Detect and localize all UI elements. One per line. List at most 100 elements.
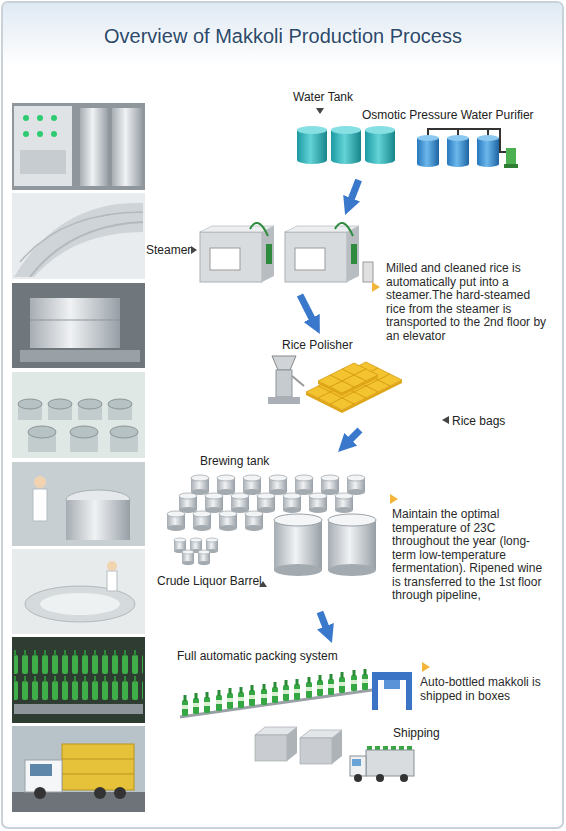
process-stage: Steamer — [145, 215, 375, 295]
water-purifier — [417, 138, 439, 164]
rice-polisher — [292, 376, 304, 386]
bottling-line — [372, 672, 412, 680]
bottling-line — [287, 727, 297, 761]
brewing-tanks — [257, 493, 275, 513]
stage-label: Osmotic Pressure Water Purifier — [362, 108, 534, 122]
photo-steamer — [14, 203, 143, 277]
brewing-tanks — [328, 520, 376, 570]
photo-truck — [114, 787, 126, 799]
brewing-tanks — [309, 493, 327, 513]
water-purifier — [447, 135, 469, 141]
photo-steamer — [30, 222, 143, 277]
water-purifier — [447, 161, 469, 167]
steamer-machines — [200, 232, 262, 282]
stage-label: Brewing tank — [200, 454, 269, 468]
steamer-machines — [191, 246, 197, 254]
photo-polisher — [20, 350, 140, 362]
stage-label: Rice bags — [452, 414, 505, 428]
steamer-machines — [285, 232, 347, 282]
photo-control-room — [20, 150, 66, 174]
photo-polisher — [30, 320, 120, 321]
water-tanks — [365, 126, 395, 134]
photo-workers — [33, 489, 47, 521]
diagram-title: Overview of Makkoli Production Process — [0, 24, 566, 48]
bottling-line — [332, 730, 342, 764]
photo-workers — [34, 476, 46, 488]
photo-fermentation — [40, 593, 120, 615]
water-tanks — [331, 126, 361, 134]
photo-truck — [62, 774, 134, 775]
bottling-line — [362, 669, 368, 690]
steamer-machines — [351, 244, 357, 264]
bottling-line — [317, 675, 323, 696]
brewing-tanks — [198, 550, 210, 565]
steamer-machines — [266, 244, 272, 264]
steamer-machines — [363, 262, 373, 282]
photo-control-room — [37, 131, 43, 137]
stage-label: Rice Polisher — [282, 338, 353, 352]
steamer-machines — [335, 223, 353, 236]
process-stage: Rice Polisher — [262, 334, 355, 410]
stage-label: Crude Liquor Barrel — [157, 574, 262, 588]
photo-truck — [12, 726, 145, 812]
bottling-line — [204, 692, 210, 713]
brewing-tanks — [328, 514, 376, 526]
water-tanks — [297, 126, 327, 134]
photo-tank-room — [70, 426, 98, 438]
photo-fermentation — [107, 571, 117, 591]
brewing-tanks — [283, 493, 301, 513]
bottling-line — [272, 682, 278, 703]
steamer-machines — [250, 223, 268, 236]
delivery-truck — [400, 774, 408, 782]
brewing-tanks — [274, 514, 322, 526]
water-tanks — [297, 130, 327, 160]
photo-bottling — [12, 637, 145, 723]
flow-arrow — [320, 612, 328, 632]
stage-label: Water Tank — [293, 90, 353, 104]
brewing-tanks — [179, 493, 197, 513]
water-purifier — [477, 161, 499, 167]
photo-truck — [34, 787, 46, 799]
water-purifier — [417, 129, 518, 168]
photo-truck — [25, 760, 62, 792]
bottling-line — [300, 738, 332, 764]
photo-tank-room — [28, 426, 56, 438]
brewing-tanks — [231, 493, 249, 513]
bottling-line — [384, 680, 400, 689]
rice-polisher — [268, 356, 304, 404]
water-purifier — [504, 164, 518, 168]
brewing-tanks — [347, 475, 365, 495]
step-description: Auto-bottled makkoli is shipped in boxes — [420, 676, 560, 703]
process-stage: Rice bags — [355, 350, 520, 430]
water-purifier — [417, 161, 439, 167]
bottling-line — [249, 685, 255, 706]
photo-truck — [62, 759, 134, 760]
photo-steamer — [12, 193, 145, 279]
photo-control-room — [51, 131, 57, 137]
flow-arrow — [347, 430, 360, 443]
rice-polisher — [272, 356, 296, 370]
brewing-tanks — [191, 475, 209, 495]
photo-polisher — [12, 283, 145, 368]
steamer-machines — [191, 223, 373, 282]
brewing-tanks — [243, 475, 261, 495]
rice-bags — [306, 362, 449, 424]
photo-control-room — [80, 108, 108, 186]
photo-polisher — [12, 283, 145, 368]
brewing-tanks — [269, 475, 287, 495]
delivery-truck — [376, 774, 384, 782]
delivery-truck — [350, 746, 414, 782]
pointer-triangle — [390, 494, 398, 504]
photo-control-room — [37, 115, 43, 121]
photo-truck — [12, 726, 145, 812]
photo-truck — [94, 787, 106, 799]
photo-steamer — [12, 193, 145, 279]
bottling-line — [294, 679, 300, 700]
water-tanks — [331, 156, 361, 164]
stage-label: Steamer — [146, 243, 191, 257]
water-tanks — [297, 156, 327, 164]
photo-truck — [62, 744, 134, 790]
water-purifier — [477, 135, 499, 141]
brewing-tanks — [328, 564, 376, 576]
